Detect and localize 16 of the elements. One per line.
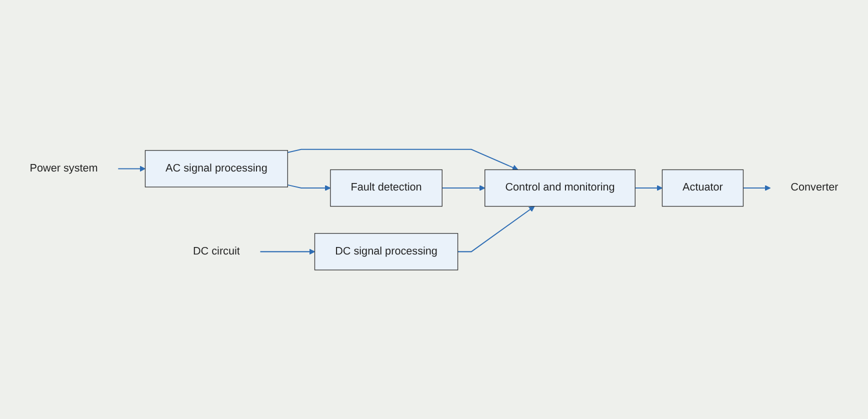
arrow xyxy=(288,184,331,191)
node-box: DC signal processing xyxy=(314,232,458,270)
arrow xyxy=(635,184,662,191)
arrow xyxy=(288,148,518,170)
arrow xyxy=(442,184,486,191)
node-box: Control and monitoring xyxy=(484,169,636,206)
node-box: Fault detection xyxy=(330,169,442,206)
node-box: Actuator xyxy=(662,169,744,206)
arrow xyxy=(458,206,535,252)
arrow xyxy=(260,248,316,254)
node-text: DC circuit xyxy=(192,245,240,257)
arrow xyxy=(743,184,771,191)
node-box: AC signal processing xyxy=(144,150,288,188)
arrow xyxy=(118,166,146,172)
node-text: Power system xyxy=(30,162,98,174)
node-text: Converter xyxy=(790,182,838,194)
